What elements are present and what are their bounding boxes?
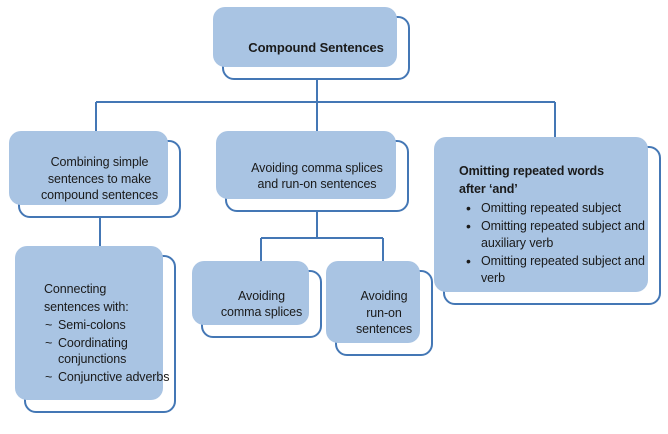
node-compound-sentences[interactable]: Compound Sentences (213, 7, 410, 80)
node-heading-line: sentences with: (44, 300, 129, 314)
node-label: Compound Sentences (248, 40, 384, 56)
node-heading-line: Omitting repeated words (459, 164, 604, 178)
node-label-line: Combining simple (50, 155, 149, 170)
node-label-line: Avoiding (360, 289, 408, 304)
node-combining-simple-sentences[interactable]: Combining simple sentences to make compo… (9, 131, 181, 218)
node-label-line: sentences to make (47, 171, 152, 186)
node-content: Connecting sentences with: Semi-colons C… (26, 281, 174, 387)
node-label: Avoiding run-on sentences (337, 288, 431, 338)
list-item: Omitting repeated subject (466, 199, 649, 217)
node-omitting-repeated-words[interactable]: Omitting repeated words after ‘and’ Omit… (434, 137, 661, 305)
node-label: Combining simple sentences to make compo… (20, 154, 179, 204)
node-avoiding-comma-splices[interactable]: Avoiding comma splices (192, 261, 322, 338)
list-item: Omitting repeated subject and auxiliary … (466, 217, 649, 251)
bullet-list: Omitting repeated subject Omitting repea… (459, 199, 649, 287)
node-label-line: sentences (355, 322, 413, 337)
node-shadow (192, 261, 309, 325)
node-label-line: compound sentences (40, 188, 159, 203)
node-label-line: Avoiding (238, 288, 285, 303)
node-connecting-sentences-with[interactable]: Connecting sentences with: Semi-colons C… (15, 246, 176, 413)
node-heading-line: Connecting (44, 282, 107, 297)
node-shadow (216, 131, 396, 199)
node-label-line: and run-on sentences (257, 177, 377, 191)
node-avoiding-run-on-sentences[interactable]: Avoiding run-on sentences (326, 261, 433, 356)
list-item: Omitting repeated subject and verb (466, 252, 649, 286)
list-item: Conjunctive adverbs (45, 369, 174, 386)
node-label-line: comma splices (220, 305, 303, 319)
node-content: Omitting repeated words after ‘and’ Omit… (445, 163, 659, 288)
node-shadow (9, 131, 168, 205)
node-label: Avoiding comma splices and run-on senten… (227, 160, 407, 193)
node-shadow (213, 7, 397, 67)
node-label-line: Avoiding comma splices (251, 160, 383, 175)
list-item: Semi-colons (45, 317, 174, 334)
node-shadow (326, 261, 420, 343)
node-heading-line: after ‘and’ (459, 182, 518, 197)
tilde-list: Semi-colons Coordinating conjunctions Co… (44, 317, 174, 386)
node-avoiding-comma-splices-and-run-on[interactable]: Avoiding comma splices and run-on senten… (216, 131, 409, 212)
node-label: Avoiding comma splices (203, 288, 320, 321)
node-label-line: run-on (366, 305, 402, 320)
list-item: Coordinating conjunctions (45, 335, 174, 369)
